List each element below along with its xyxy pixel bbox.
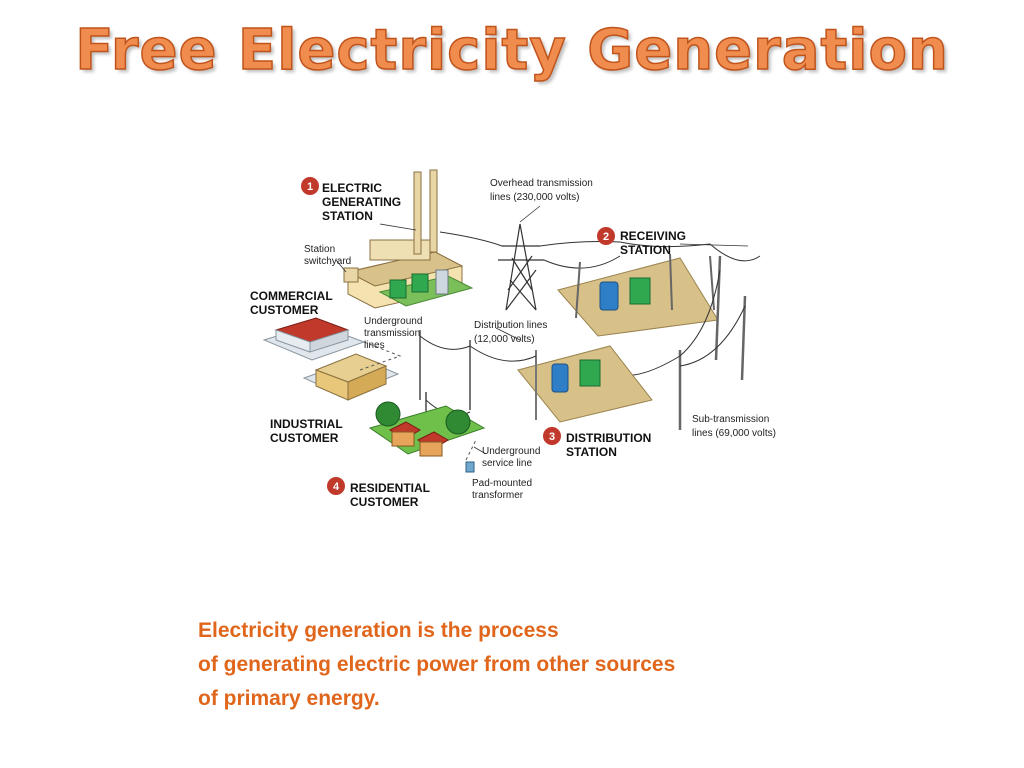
overhead-label-line2: lines (230,000 volts) [490,192,580,203]
industrial-label-line2: CUSTOMER [270,431,339,445]
badge-4: 4 [327,477,345,495]
station-1-label-line1: ELECTRIC [322,181,382,195]
station-1-label-line2: GENERATING [322,195,401,209]
badge-1: 1 [301,177,319,195]
residential-area [368,401,486,473]
distribution-station [517,345,653,423]
pad-mounted-label-line1: Pad-mounted [472,478,532,489]
sub-transmission-label-line2: lines (69,000 volts) [692,428,776,439]
station-4-label-line1: RESIDENTIAL [350,481,430,495]
transmission-tower [498,223,544,311]
station-4-label-line2: CUSTOMER [350,495,419,509]
switchyard-label-line1: Station [304,244,335,255]
station-2-label-line2: STATION [620,243,671,257]
switchyard-label-line2: switchyard [304,256,351,267]
caption-line1: Electricity generation is the process [198,619,559,642]
station-3-label-line2: STATION [566,445,617,459]
badge-3-number: 3 [549,431,555,443]
underground-transmission-line1: Underground [364,316,422,327]
station-2-label-line1: RECEIVING [620,229,686,243]
receiving-station [557,253,719,337]
power-grid-diagram: 1 2 3 4 ELECTRIC GENERATING STATION RECE… [240,160,800,520]
commercial-label-line2: CUSTOMER [250,303,319,317]
underground-transmission-line3: lines [364,340,385,351]
pad-mounted-label-line2: transformer [472,490,524,501]
power-grid-illustration: 1 2 3 4 ELECTRIC GENERATING STATION RECE… [250,169,776,509]
industrial-label-line1: INDUSTRIAL [270,417,343,431]
industrial-building [302,353,400,401]
distribution-lines-label-line2: (12,000 volts) [474,334,535,345]
overhead-label-line1: Overhead transmission [490,178,593,189]
underground-service-label-line1: Underground [482,446,540,457]
badge-3: 3 [543,427,561,445]
underground-transmission-line2: transmission [364,328,420,339]
badge-1-number: 1 [307,181,313,193]
sub-transmission-label-line1: Sub-transmission [692,414,769,425]
switchyard-transformers [378,269,474,307]
badge-2: 2 [597,227,615,245]
page-title: Free Electricity Generation [74,17,949,84]
distribution-lines-label-line1: Distribution lines [474,320,547,331]
commercial-label-line1: COMMERCIAL [250,289,333,303]
station-3-label-line1: DISTRIBUTION [566,431,651,445]
caption: Electricity generation is the process of… [198,614,798,716]
leader-lines [335,205,749,455]
badge-2-number: 2 [603,231,609,243]
underground-service-label-line2: service line [482,458,532,469]
caption-line3: of primary energy. [198,687,380,710]
underground-lines [359,341,477,461]
station-1-label-line3: STATION [322,209,373,223]
badge-4-number: 4 [333,481,340,493]
distribution-lines [419,335,537,416]
commercial-building [262,317,366,361]
caption-line2: of generating electric power from other … [198,653,676,676]
